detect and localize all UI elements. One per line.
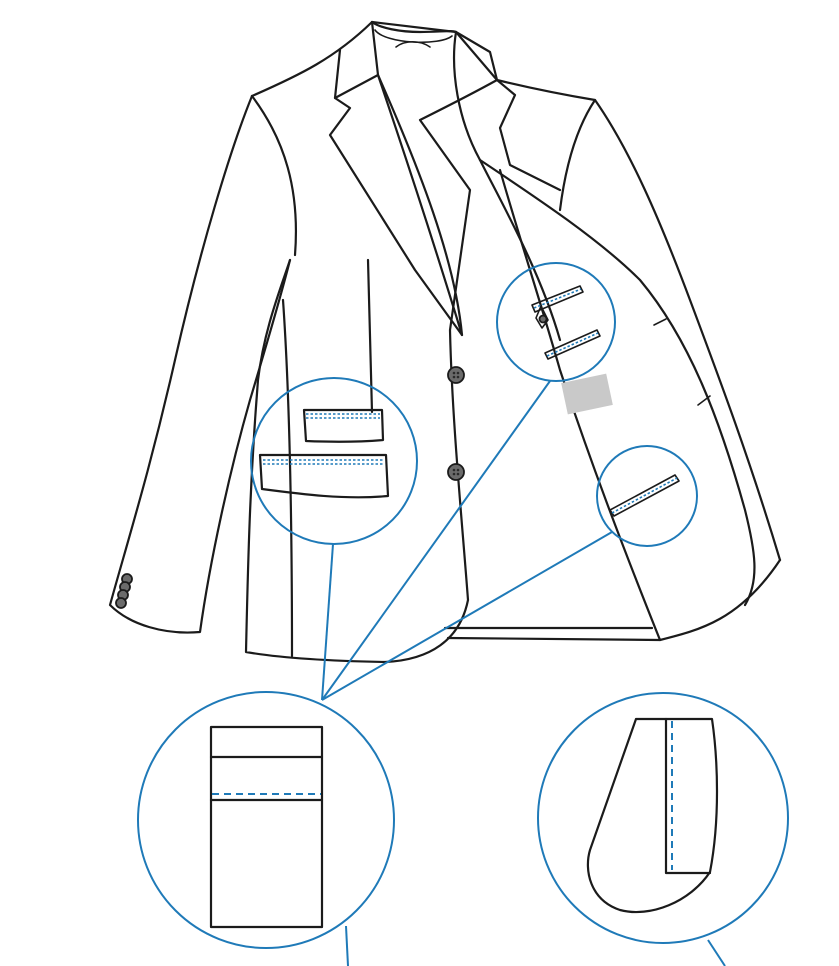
zoom-left-tail [345,925,349,966]
inner-lower-pocket [609,474,680,517]
right-sleeve-seam [558,98,597,212]
right-lapel-edge [453,30,562,342]
zoom-right-tail [707,939,726,966]
callouts [137,262,789,966]
side-panel-seam [281,298,294,658]
sleeve-tack-2 [697,395,711,406]
chest-dart [366,258,374,414]
left-sleeve [108,94,292,634]
callout-inner-chest-pocket [496,262,616,382]
callout-inner-lower-pocket [596,445,698,547]
left-lapel [328,20,464,337]
zoom-circle-left [137,691,395,949]
leader-line-outer [321,543,334,701]
right-facing-outer [478,158,756,607]
collar-hook [395,40,431,48]
left-roll-line [376,73,464,337]
left-notch [333,73,380,100]
sleeve-tack-1 [653,318,667,326]
lining-label [561,373,613,415]
left-front-panel [244,20,499,664]
zoom-circle-right [537,692,789,944]
front-button-top [447,366,465,384]
sleeve-buttons [115,573,133,609]
leader-line-chest [321,380,551,701]
right-hem [446,636,662,642]
zoom-left-detail [209,725,324,929]
inner-chest-pocket-top [531,285,584,329]
zoom-right-detail [586,717,719,914]
right-lapel [454,30,562,192]
collar-back [370,20,458,34]
right-shoulder [495,78,782,562]
front-button-bottom [447,463,465,481]
left-sleeve-inner-seam [250,94,298,257]
leader-line-lower [321,531,613,701]
callout-outer-pocket [250,377,418,545]
right-facing-inner [498,168,782,642]
outer-pocket-upper [302,408,385,443]
inner-chest-pocket-bottom [544,329,601,360]
outer-pocket-lower [258,453,390,499]
jacket [108,20,782,664]
